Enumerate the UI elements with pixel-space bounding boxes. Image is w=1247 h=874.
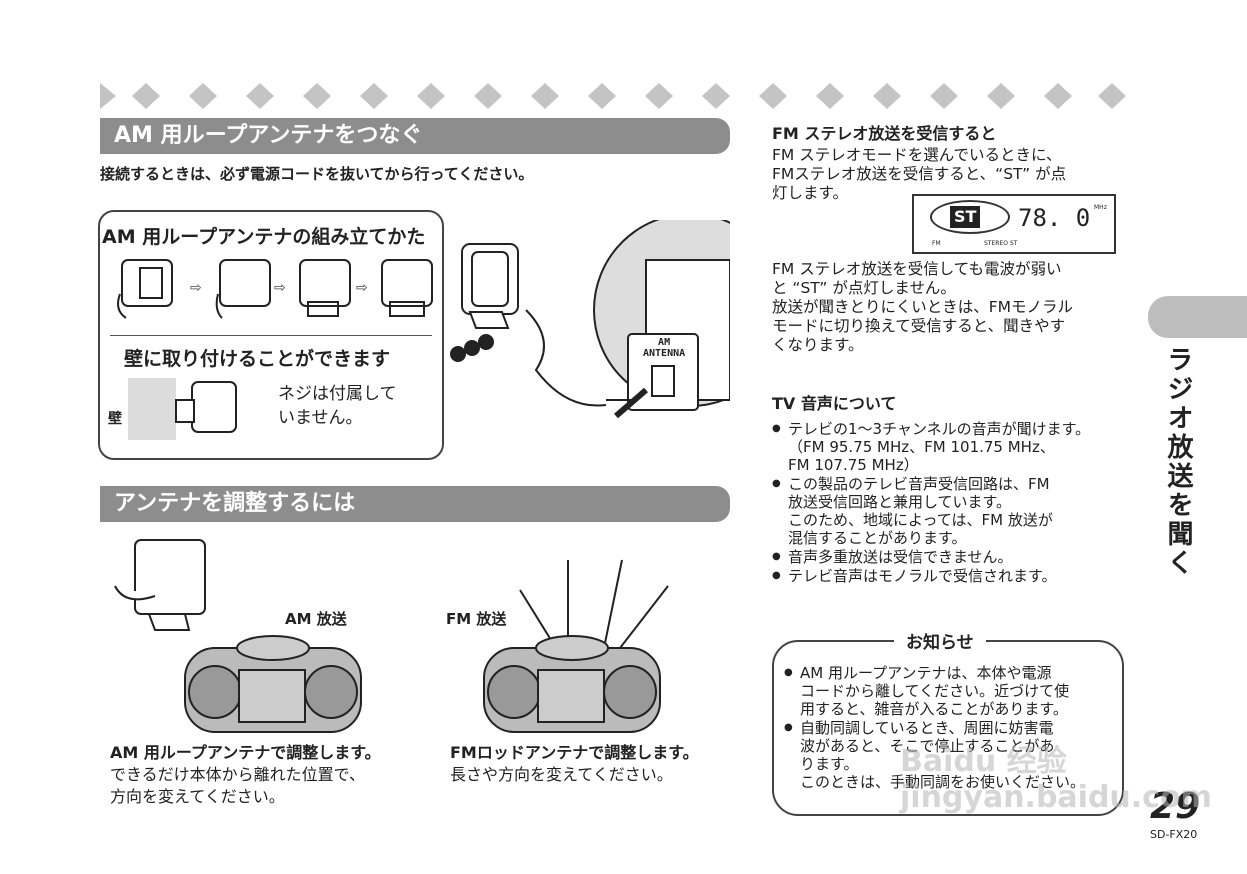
fm-caption: FMロッドアンテナで調整します。 長さや方向を変えてください。 [450,742,699,786]
svg-text:⇨: ⇨ [356,280,368,296]
screw-note-line2: いません。 [278,408,363,428]
warning-text: 接続するときは、必ず電源コードを抜いてから行ってください。 [100,165,534,183]
side-tab [1148,296,1247,338]
am-caption-line2: 方向を変えてください。 [110,787,285,806]
fm-broadcast-label: FM 放送 [446,610,507,628]
fm-stereo-paragraph2: FM ステレオ放送を受信しても電波が弱い と “ST” が点灯しません。 放送が… [772,260,1073,355]
fm-caption-line1: 長さや方向を変えてください。 [450,765,673,784]
list-item: テレビの1～3チャンネルの音声が聞けます。 （FM 95.75 MHz、FM 1… [772,420,1132,474]
watermark: Baidu 经验 jingyan.baidu.com [900,744,1212,815]
list-item-line: コードから離してください。近づけて使 [800,682,1070,700]
st-indicator: ST [950,206,981,228]
section-title-adjust: アンテナを調整するには [100,486,730,522]
list-item-line: テレビ音声はモノラルで受信されます。 [788,567,1057,585]
antenna-connection-illustration [450,220,730,419]
list-item-line: このときは、手動同調をお使いください。 [800,773,1086,791]
list-item-line: （FM 95.75 MHz、FM 101.75 MHz、 [788,438,1055,456]
wall-label: 壁 [108,411,122,427]
fm-p2-line3: 放送が聞きとりにくいときは、FMモノラル [772,298,1073,316]
fm-p1-line1: FM ステレオモードを選んでいるときに、 [772,146,1062,164]
notice-list: AM 用ループアンテナは、本体や電源 コードから離してください。近づけて使 用す… [784,664,1116,792]
fm-p2-line2: と “ST” が点灯しません。 [772,279,956,297]
fm-radio-illustration [483,559,669,733]
model-number: SD-FX20 [1150,828,1198,841]
side-tab-text: ラジオ放送を聞く [1163,346,1193,578]
am-caption-line1: できるだけ本体から離れた位置で、 [110,765,366,784]
fm-stereo-paragraph1: FM ステレオモードを選んでいるときに、 FMステレオ放送を受信すると、“ST”… [772,146,1066,203]
list-item: AM 用ループアンテナは、本体や電源 コードから離してください。近づけて使 用す… [784,664,1116,718]
jack-label-line1: AM [658,337,671,348]
am-caption-bold: AM 用ループアンテナで調整します。 [110,743,381,762]
fm-caption-bold: FMロッドアンテナで調整します。 [450,743,699,762]
list-item: この製品のテレビ音声受信回路は、FM 放送受信回路と兼用しています。 このため、… [772,475,1132,547]
jack-label-line2: ANTENNA [643,348,686,359]
section-title-am-loop: AM 用ループアンテナをつなぐ [100,118,730,154]
am-caption: AM 用ループアンテナで調整します。 できるだけ本体から離れた位置で、 方向を変… [110,742,381,808]
am-radio-illustration [114,539,362,733]
list-item: 音声多重放送は受信できません。 [772,548,1132,566]
section-title-text: AM 用ループアンテナをつなぐ [114,123,423,148]
assembly-steps-illustration: ⇨ ⇨ ⇨ [117,259,433,319]
page-number: 29 [1150,786,1201,827]
wall-mount-title: 壁に取り付けることができます [124,348,391,370]
notice-box: お知らせ AM 用ループアンテナは、本体や電源 コードから離してください。近づけ… [772,628,1124,816]
list-item-line: 用すると、雑音が入ることがあります。 [800,700,1068,718]
am-antenna-jack-label: AM ANTENNA [643,337,685,359]
list-item-line: ります。 [800,755,859,773]
list-item-line: この製品のテレビ音声受信回路は、FM [788,475,1050,493]
tv-audio-list: テレビの1～3チャンネルの音声が聞けます。 （FM 95.75 MHz、FM 1… [772,420,1132,586]
screw-note: ネジは付属して いません。 [278,382,397,430]
list-item-line: 混信することがあります。 [788,529,967,547]
fm-p1-line2: FMステレオ放送を受信すると、“ST” が点 [772,165,1067,183]
st-highlight-ellipse [930,200,1010,234]
lcd-display: ST 78. 0 MHz FM STEREO ST [912,194,1116,254]
notice-title: お知らせ [894,628,986,653]
list-item-line: FM 107.75 MHz） [788,456,919,474]
section2-title-text: アンテナを調整するには [114,491,356,516]
frequency-readout: 78. 0 [1018,204,1091,232]
fm-p2-line1: FM ステレオ放送を受信しても電波が弱い [772,260,1062,278]
svg-text:⇨: ⇨ [274,280,286,296]
tv-audio-heading: TV 音声について [772,394,897,413]
wall-antenna-illustration [175,381,237,433]
divider [110,335,432,336]
fm-p2-line4: モードに切り換えて受信すると、聞きやす [772,317,1066,335]
list-item-line: 放送受信回路と兼用しています。 [788,493,1012,511]
mhz-unit: MHz [1094,204,1107,211]
fm-stereo-heading: FM ステレオ放送を受信すると [772,124,997,143]
list-item-line: 自動同調しているとき、周囲に妨害電 [800,719,1054,737]
stereo-indicator: STEREO ST [984,240,1018,247]
list-item: テレビ音声はモノラルで受信されます。 [772,567,1132,585]
diamond-pattern-band [100,83,1126,109]
fm-p2-line5: くなります。 [772,336,864,354]
assembly-title: AM 用ループアンテナの組み立てかた [102,226,426,248]
fm-indicator: FM [932,240,941,247]
list-item: 自動同調しているとき、周囲に妨害電 波があると、そこで停止することがあ ります。… [784,719,1116,791]
list-item-line: 波があると、そこで停止することがあ [800,737,1055,755]
svg-text:⇨: ⇨ [190,280,202,296]
screw-note-line1: ネジは付属して [278,384,397,404]
fm-p1-line3: 灯します。 [772,184,848,202]
list-item-line: 音声多重放送は受信できません。 [788,548,1013,566]
list-item-line: このため、地域によっては、FM 放送が [788,511,1053,529]
list-item-line: テレビの1～3チャンネルの音声が聞けます。 [788,420,1091,438]
wall-illustration [128,378,176,440]
assembly-box: AM 用ループアンテナの組み立てかた ⇨ ⇨ ⇨ 壁に取り付けることができます … [98,210,444,460]
list-item-line: AM 用ループアンテナは、本体や電源 [800,664,1052,682]
am-broadcast-label: AM 放送 [285,610,347,628]
